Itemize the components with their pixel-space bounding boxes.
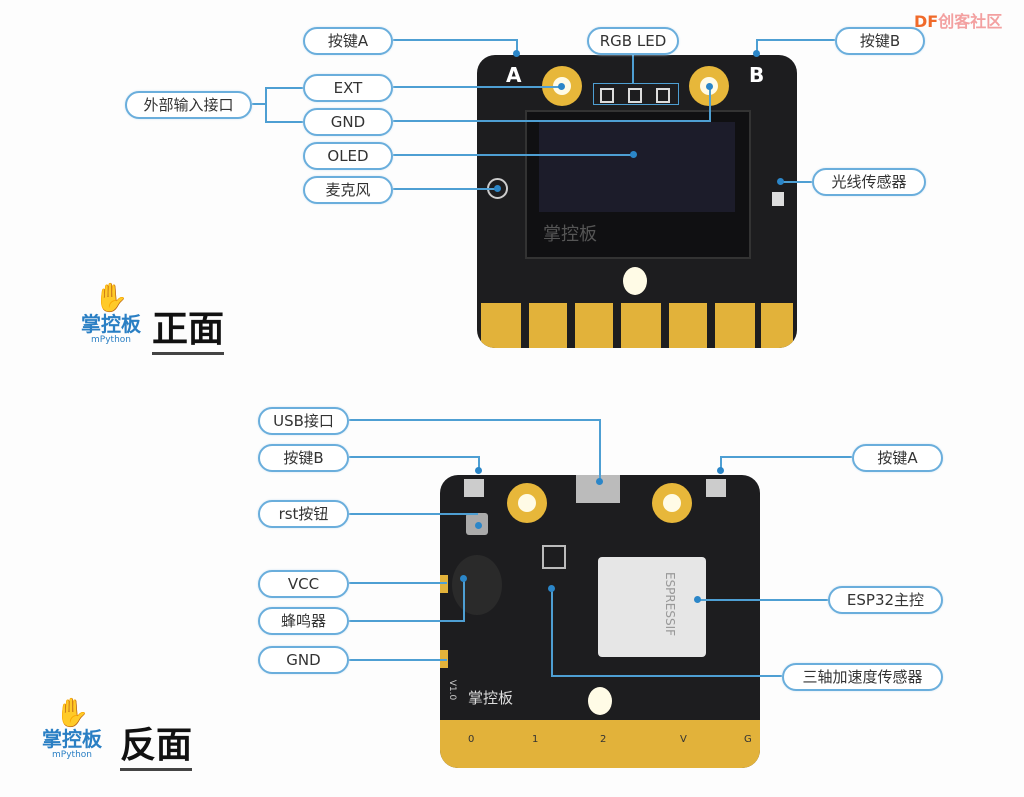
label-buzzer: 蜂鸣器 (258, 607, 349, 635)
label-gnd: GND (258, 646, 349, 674)
hand-logo-icon: ✋ (93, 281, 129, 314)
python-letter (715, 303, 755, 348)
edge-connector: 0 1 2 V G (440, 720, 760, 768)
oled-display: 掌控板 (525, 110, 751, 259)
label-accelerometer: 三轴加速度传感器 (782, 663, 943, 691)
label-vcc: VCC (258, 570, 349, 598)
pad (507, 483, 547, 523)
label-oled: OLED (303, 142, 393, 170)
label-ext: EXT (303, 74, 393, 102)
vcc-pad (440, 575, 448, 593)
esp32-module: ESPRESSIF (598, 557, 706, 657)
hand-logo-icon: ✋ (54, 696, 90, 729)
label-microphone: 麦克风 (303, 176, 393, 204)
board-logo: 掌控板 (468, 689, 514, 707)
rgb-led-group (593, 83, 679, 105)
watermark: DF创客社区 (914, 12, 1003, 31)
pad (652, 483, 692, 523)
label-rst: rst按钮 (258, 500, 349, 528)
mpython-logo: ✋ 掌控板 mPython (75, 281, 147, 346)
mpython-logo: ✋ 掌控板 mPython (38, 696, 106, 761)
button-a (706, 479, 726, 497)
front-board: A B 掌控板 (477, 55, 797, 348)
label-external-input: 外部输入接口 (125, 91, 252, 119)
mount-hole (623, 267, 647, 295)
back-board: ESPRESSIF 掌控板 V1.0 0 1 2 V G (440, 475, 760, 768)
back-title: 反面 (120, 724, 193, 771)
label-light-sensor: 光线传感器 (812, 168, 926, 196)
mount-hole (588, 687, 612, 715)
python-letter (621, 303, 661, 348)
python-letter (761, 303, 793, 348)
buzzer (452, 555, 502, 615)
label-button-a: 按键A (852, 444, 943, 472)
label-esp32: ESP32主控 (828, 586, 943, 614)
button-b (464, 479, 484, 497)
label-button-a: 按键A (303, 27, 393, 55)
label-gnd: GND (303, 108, 393, 136)
light-sensor (772, 192, 784, 206)
front-title: 正面 (152, 308, 225, 355)
python-letter (575, 303, 613, 348)
python-letter (669, 303, 707, 348)
python-letter (529, 303, 567, 348)
label-button-b: 按键B (258, 444, 349, 472)
label-button-b: 按键B (835, 27, 925, 55)
label-rgb-led: RGB LED (587, 27, 679, 55)
label-usb: USB接口 (258, 407, 349, 435)
python-letter (481, 303, 521, 348)
chip (542, 545, 566, 569)
